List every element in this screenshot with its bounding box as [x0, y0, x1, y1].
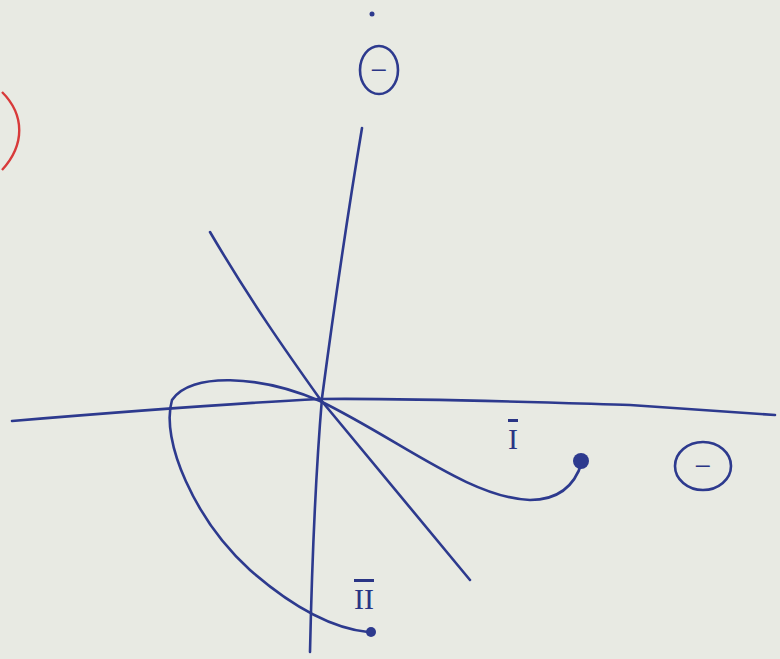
curve-end-dot: [573, 453, 589, 469]
diagonal-line: [210, 232, 470, 580]
circle-symbol: −: [673, 440, 733, 492]
horizontal-axis: [12, 399, 775, 421]
region-label: I: [506, 422, 520, 456]
region-label: II: [352, 582, 376, 616]
dot: [370, 12, 375, 17]
circle-symbol: −: [358, 44, 400, 96]
curve: [170, 380, 582, 632]
symbol-text: −: [371, 55, 388, 85]
vertical-axis: [310, 128, 362, 652]
symbol-text: −: [695, 451, 712, 481]
red-arc: [2, 92, 19, 170]
curve-start-dot: [366, 627, 376, 637]
